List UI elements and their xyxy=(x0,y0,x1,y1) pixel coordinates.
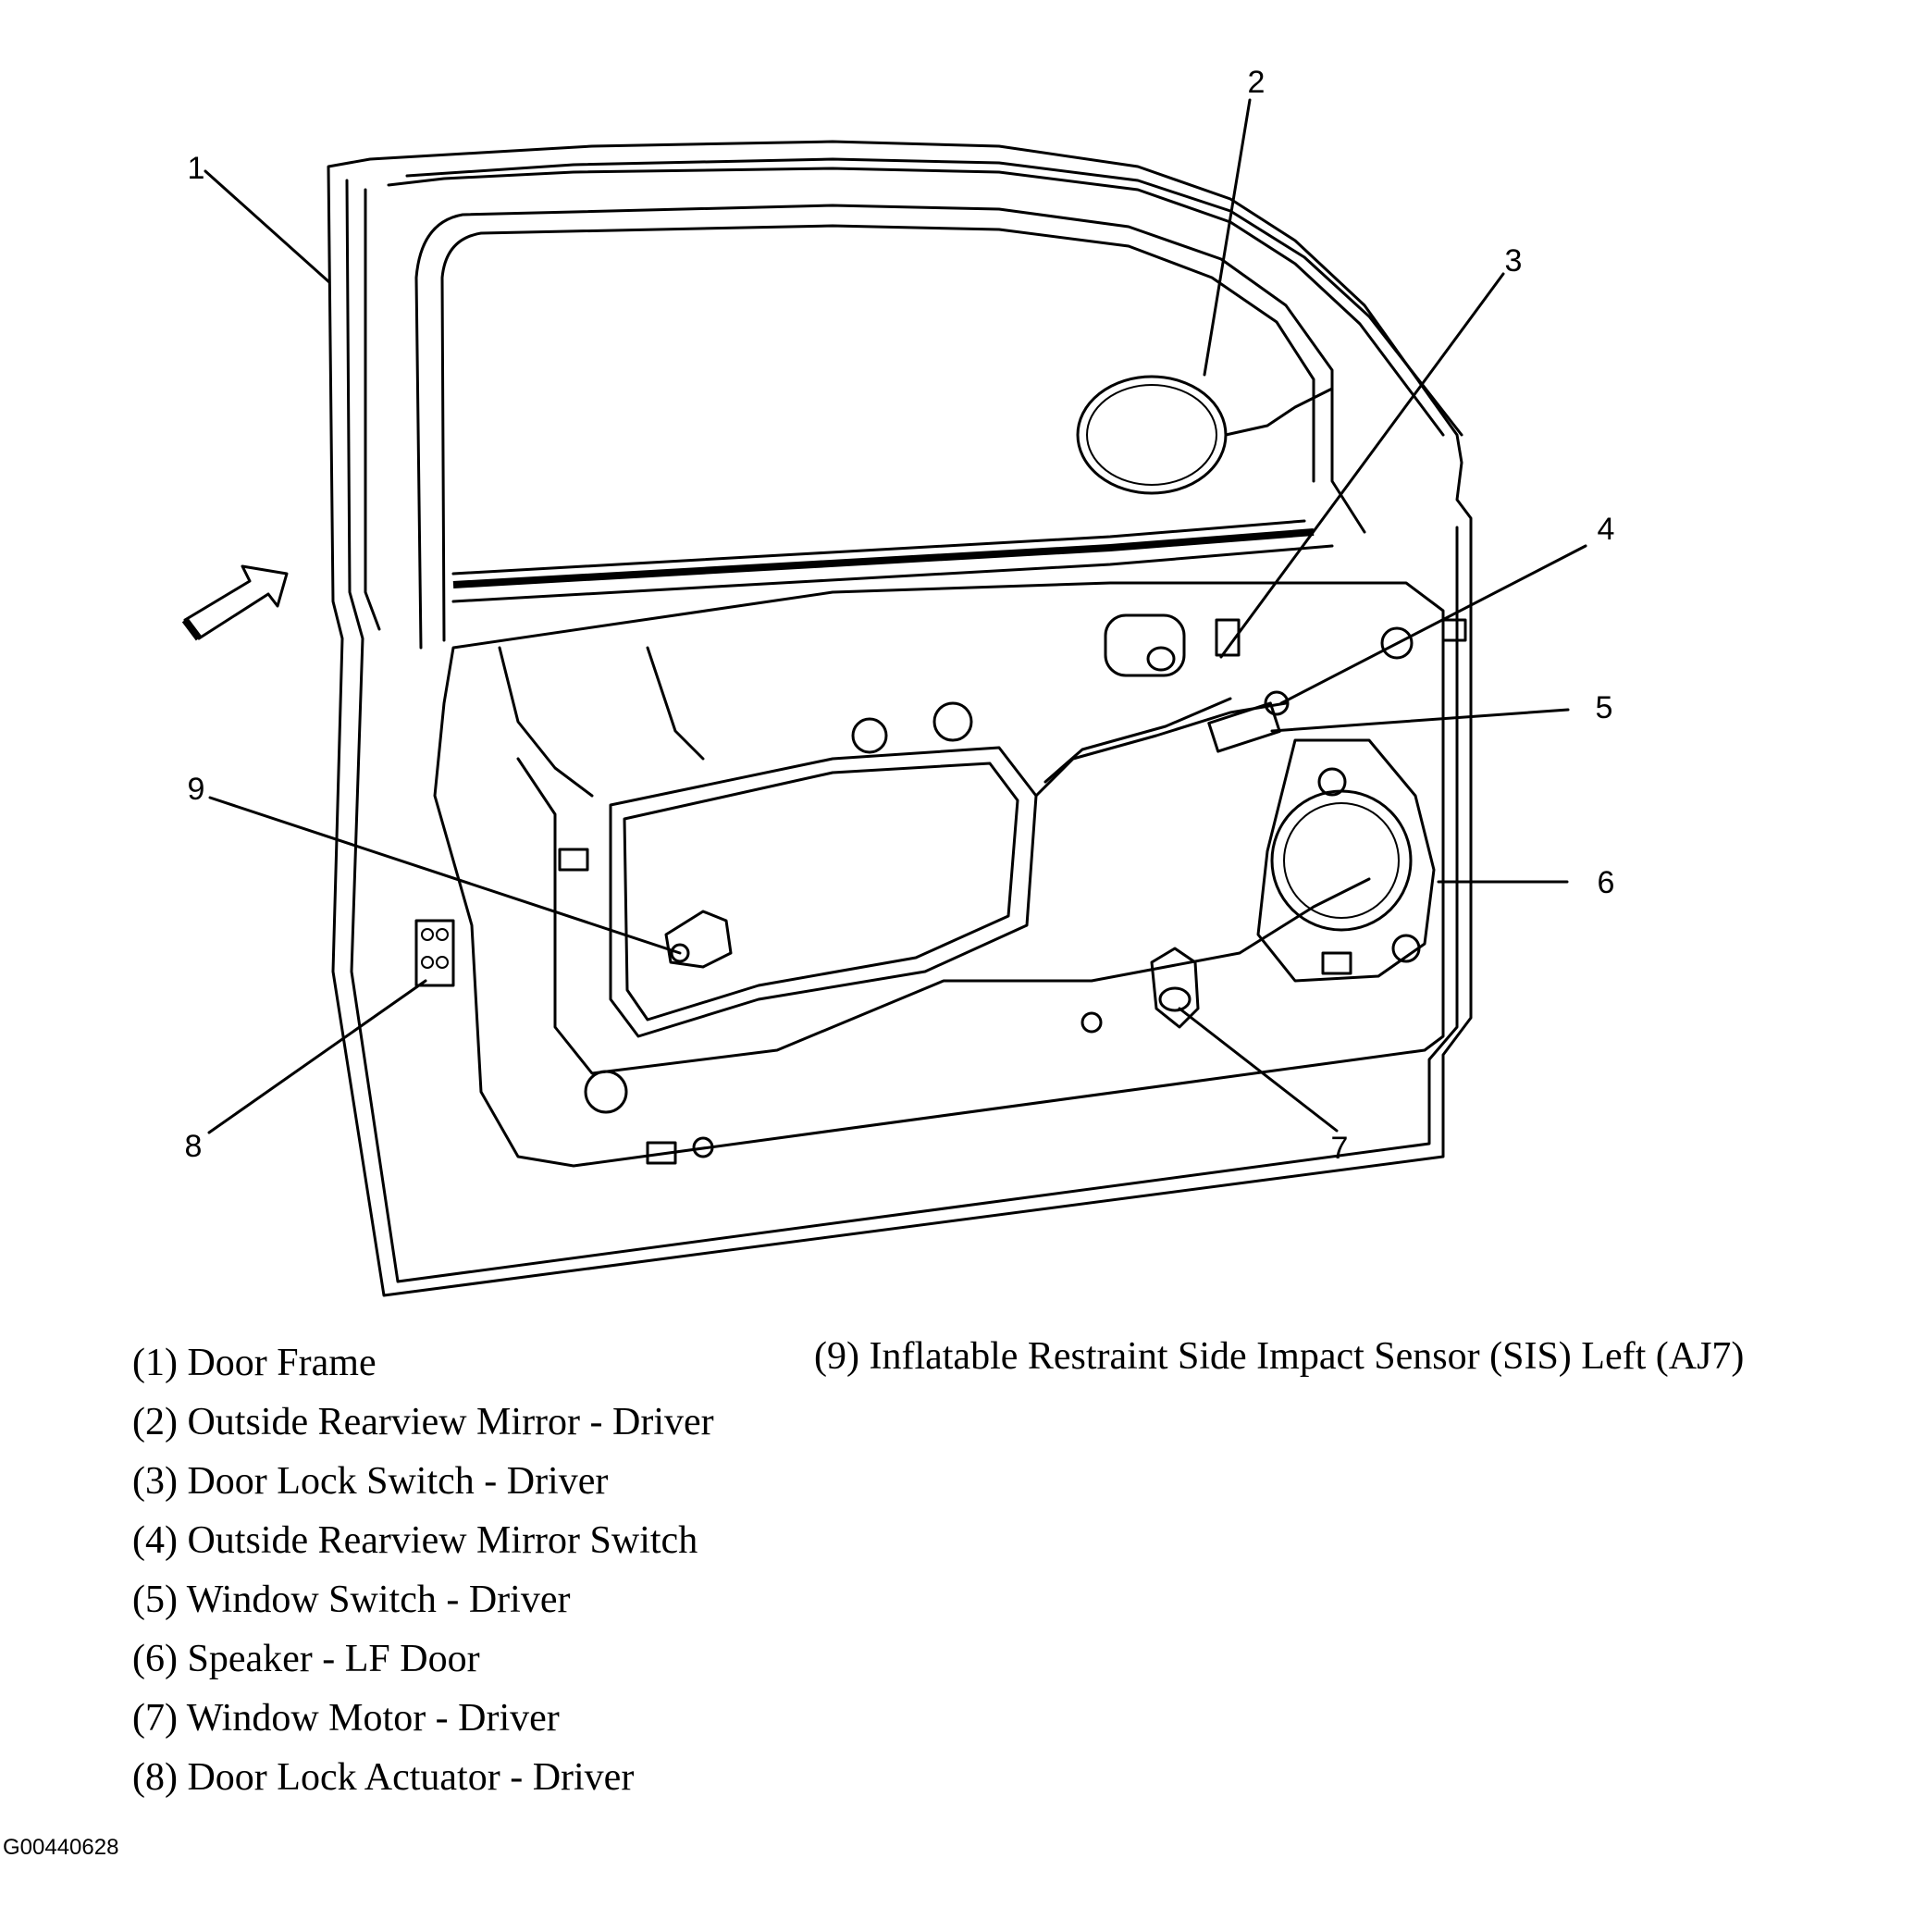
legend-item-8: (8) Door Lock Actuator - Driver xyxy=(132,1756,635,1799)
window-opening xyxy=(414,204,1366,650)
figure-id: G00440628 xyxy=(3,1835,119,1860)
panel-holes xyxy=(558,618,1467,1165)
side-impact-sensor xyxy=(664,910,733,969)
window-motor xyxy=(1150,947,1200,1029)
legend-item-7: (7) Window Motor - Driver xyxy=(132,1697,560,1740)
switch-bezel xyxy=(1034,613,1290,798)
callout-3: 3 xyxy=(1505,243,1523,279)
legend-item-3: (3) Door Lock Switch - Driver xyxy=(132,1460,609,1503)
leader-line-5 xyxy=(1270,708,1570,733)
legend-item-5: (5) Window Switch - Driver xyxy=(132,1579,571,1621)
callout-5: 5 xyxy=(1596,690,1613,725)
leader-line-2 xyxy=(1203,98,1252,377)
legend-left: (1) Door Frame (2) Outside Rearview Mirr… xyxy=(132,1333,714,1807)
leader-line-3 xyxy=(1219,272,1505,659)
leader-line-9 xyxy=(208,796,682,955)
callout-4: 4 xyxy=(1598,512,1615,547)
legend-item-4: (4) Outside Rearview Mirror Switch xyxy=(132,1519,698,1562)
inner-panel xyxy=(433,581,1445,1168)
leader-lines xyxy=(204,98,1587,1134)
callout-2: 2 xyxy=(1248,65,1266,100)
callout-8: 8 xyxy=(185,1129,203,1164)
leader-line-8 xyxy=(207,979,427,1134)
callout-1: 1 xyxy=(188,151,205,186)
callout-7: 7 xyxy=(1331,1131,1349,1166)
legend-item-1: (1) Door Frame xyxy=(132,1342,377,1384)
door-lock-actuator xyxy=(414,919,455,987)
callout-9: 9 xyxy=(188,772,205,807)
door-frame-outline xyxy=(327,140,1473,1297)
speaker-lf-door xyxy=(1256,738,1436,983)
leader-line-1 xyxy=(204,169,331,284)
callout-6: 6 xyxy=(1598,865,1615,900)
legend-right: (9) Inflatable Restraint Side Impact Sen… xyxy=(814,1327,1744,1386)
leader-line-4 xyxy=(1279,544,1587,705)
outside-rearview-mirror xyxy=(1076,375,1334,495)
legend-item-6: (6) Speaker - LF Door xyxy=(132,1638,480,1680)
legend-item-2: (2) Outside Rearview Mirror - Driver xyxy=(132,1401,714,1443)
leader-line-7 xyxy=(1178,1007,1339,1133)
view-direction-arrow xyxy=(181,564,289,641)
legend-item-9: (9) Inflatable Restraint Side Impact Sen… xyxy=(814,1335,1745,1378)
